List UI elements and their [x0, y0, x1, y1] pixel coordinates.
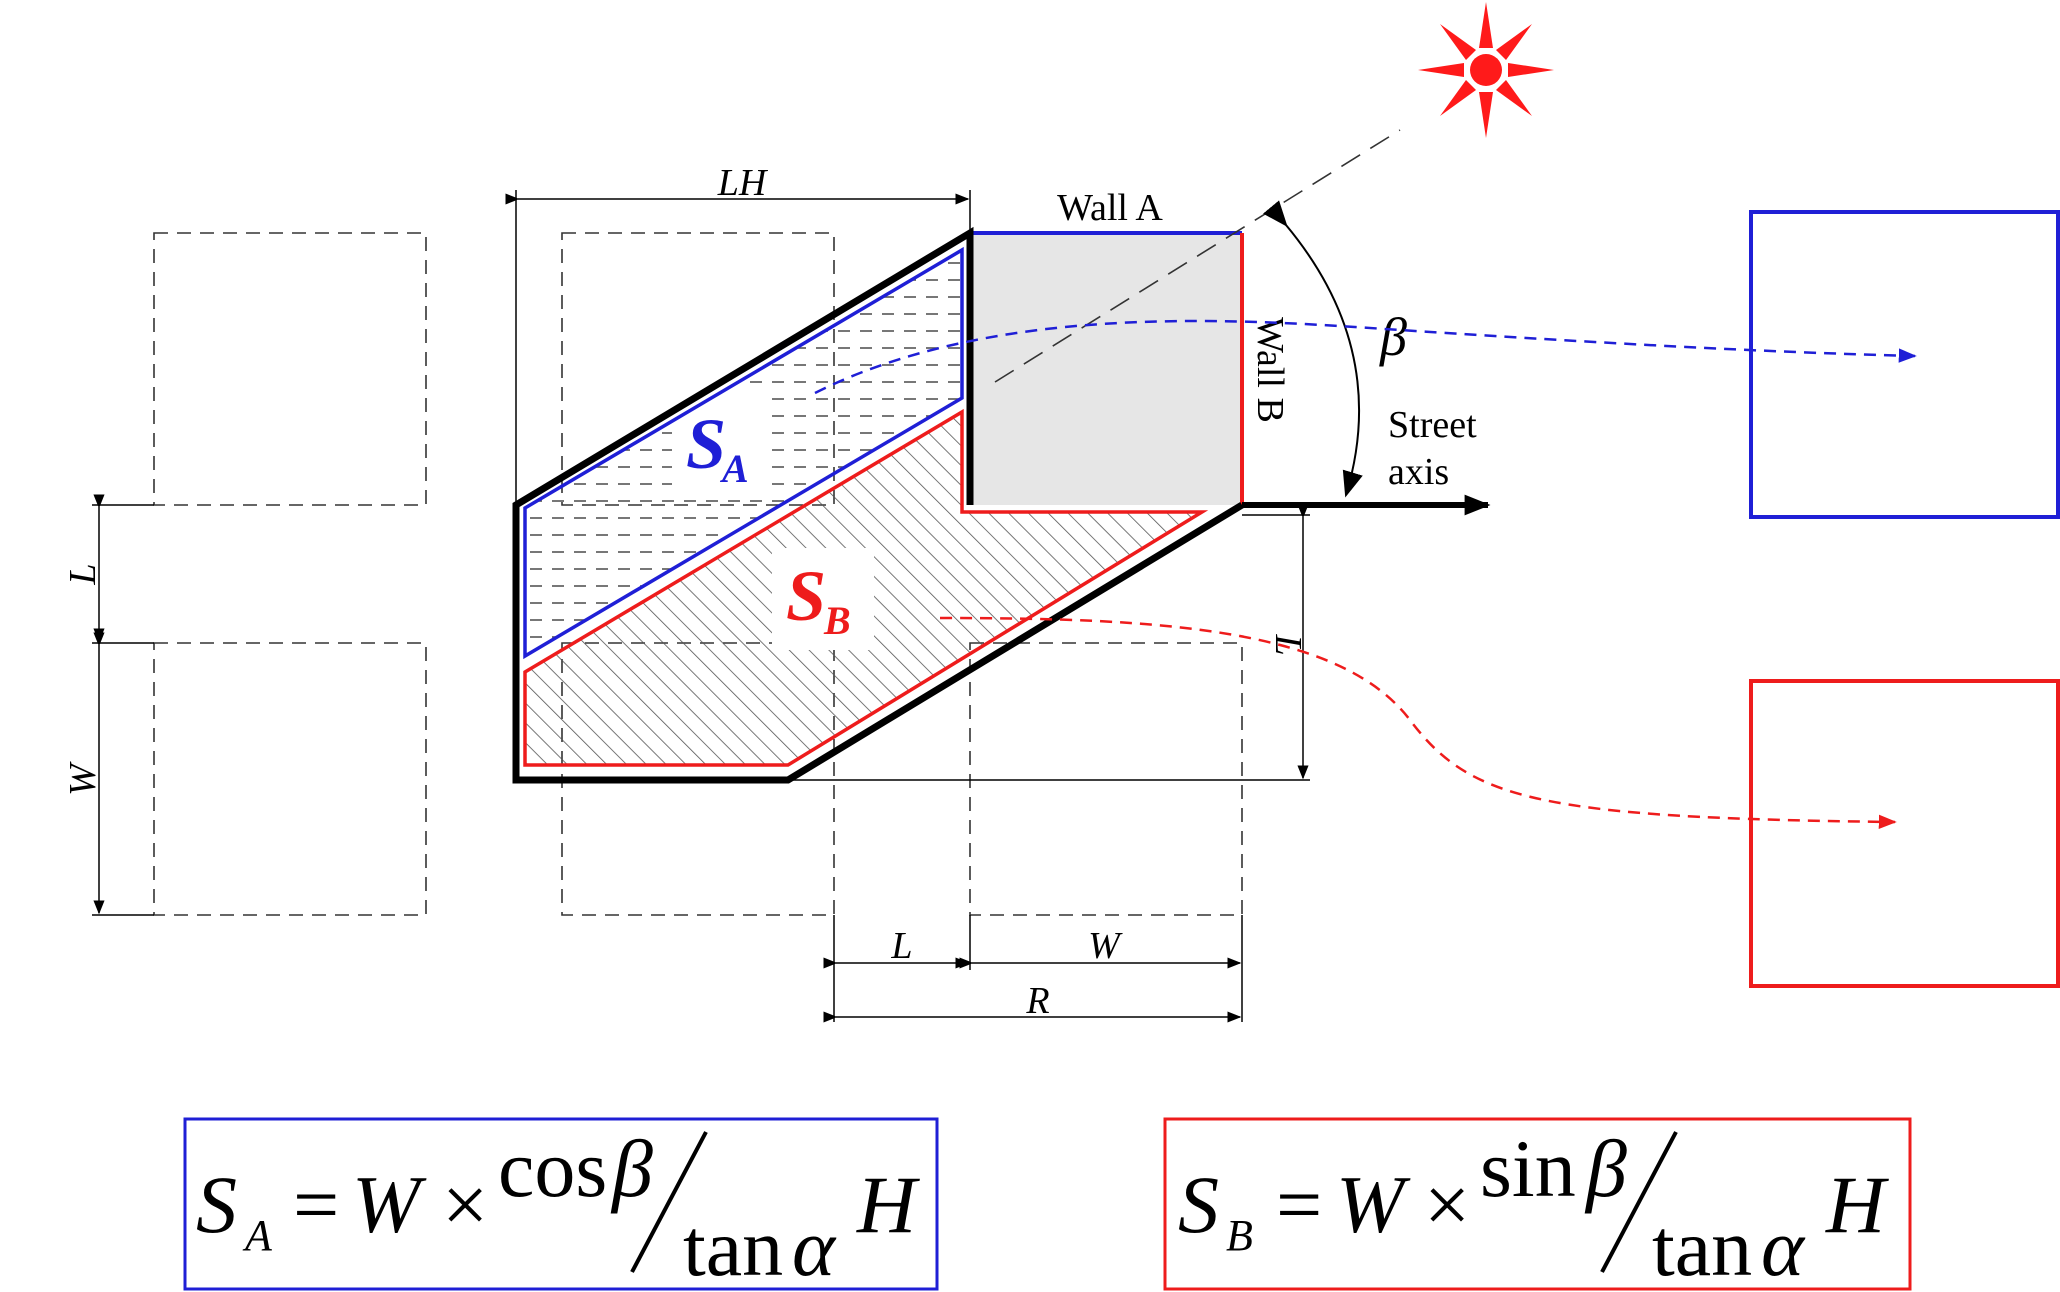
wall-a-label: Wall A	[1057, 187, 1163, 229]
sa-label-bg	[672, 392, 768, 494]
svg-text:α: α	[1761, 1202, 1806, 1292]
shadow-outline	[512, 226, 1244, 784]
dimension-bottom-w-label: W	[1088, 925, 1123, 967]
sun-icon	[1418, 2, 1554, 138]
sb-label-bg	[772, 548, 874, 650]
building-outline	[153, 642, 427, 916]
svg-text:W: W	[1336, 1159, 1411, 1250]
svg-text:=: =	[1276, 1159, 1322, 1250]
dimension-left: L W	[62, 494, 154, 916]
svg-text:tan: tan	[1652, 1202, 1752, 1292]
svg-text:β: β	[1584, 1123, 1627, 1214]
dimension-left-w-label: W	[62, 761, 104, 796]
svg-text:B: B	[823, 598, 851, 643]
svg-text:sin: sin	[1480, 1123, 1576, 1214]
sb-label: S B	[786, 556, 851, 643]
svg-text:S: S	[686, 404, 726, 484]
svg-text:S: S	[196, 1159, 237, 1250]
building-outline	[969, 642, 1243, 916]
svg-text:S: S	[1178, 1159, 1219, 1250]
dimension-lh: LH	[505, 162, 971, 505]
formula-b: S B = W × sin β tan α H	[1163, 1117, 1912, 1292]
target-box-b	[1749, 679, 2060, 988]
building-outline	[153, 232, 427, 506]
svg-text:H: H	[856, 1159, 920, 1250]
wall-b-label: Wall B	[1249, 317, 1291, 423]
svg-text:cos: cos	[498, 1123, 607, 1214]
beta-arc	[1263, 200, 1363, 498]
building	[970, 233, 1242, 505]
dimension-bottom-l-label: L	[890, 925, 912, 967]
svg-text:×: ×	[1424, 1159, 1470, 1250]
street-axis-label-line1: Street	[1388, 404, 1477, 446]
shadow-area-a-outline	[523, 246, 964, 660]
shadow-area-b-outline	[523, 408, 1209, 767]
svg-text:W: W	[352, 1159, 427, 1250]
svg-text:tan: tan	[683, 1202, 783, 1292]
svg-text:B: B	[1226, 1211, 1253, 1260]
dimension-bottom-r-label: R	[1025, 980, 1049, 1022]
dimension-lh-label: LH	[717, 162, 769, 204]
svg-text:α: α	[792, 1202, 837, 1292]
sun-ray	[994, 129, 1401, 383]
beta-label: β	[1379, 307, 1407, 367]
dimension-bottom: L W R	[823, 915, 1243, 1023]
svg-text:A: A	[242, 1211, 273, 1260]
svg-text:=: =	[293, 1159, 339, 1250]
target-box-a	[1749, 210, 2060, 519]
svg-text:H: H	[1825, 1159, 1889, 1250]
flow-arrow-b	[939, 616, 1897, 830]
street-axis-label-line2: axis	[1388, 451, 1449, 493]
svg-text:β: β	[610, 1123, 653, 1214]
svg-text:S: S	[786, 556, 826, 636]
formula-a: S A = W × cos β tan α H	[183, 1117, 939, 1292]
dimension-left-l-label: L	[62, 563, 104, 585]
svg-text:A: A	[719, 446, 749, 491]
sa-label: S A	[686, 404, 749, 491]
svg-text:×: ×	[442, 1159, 488, 1250]
